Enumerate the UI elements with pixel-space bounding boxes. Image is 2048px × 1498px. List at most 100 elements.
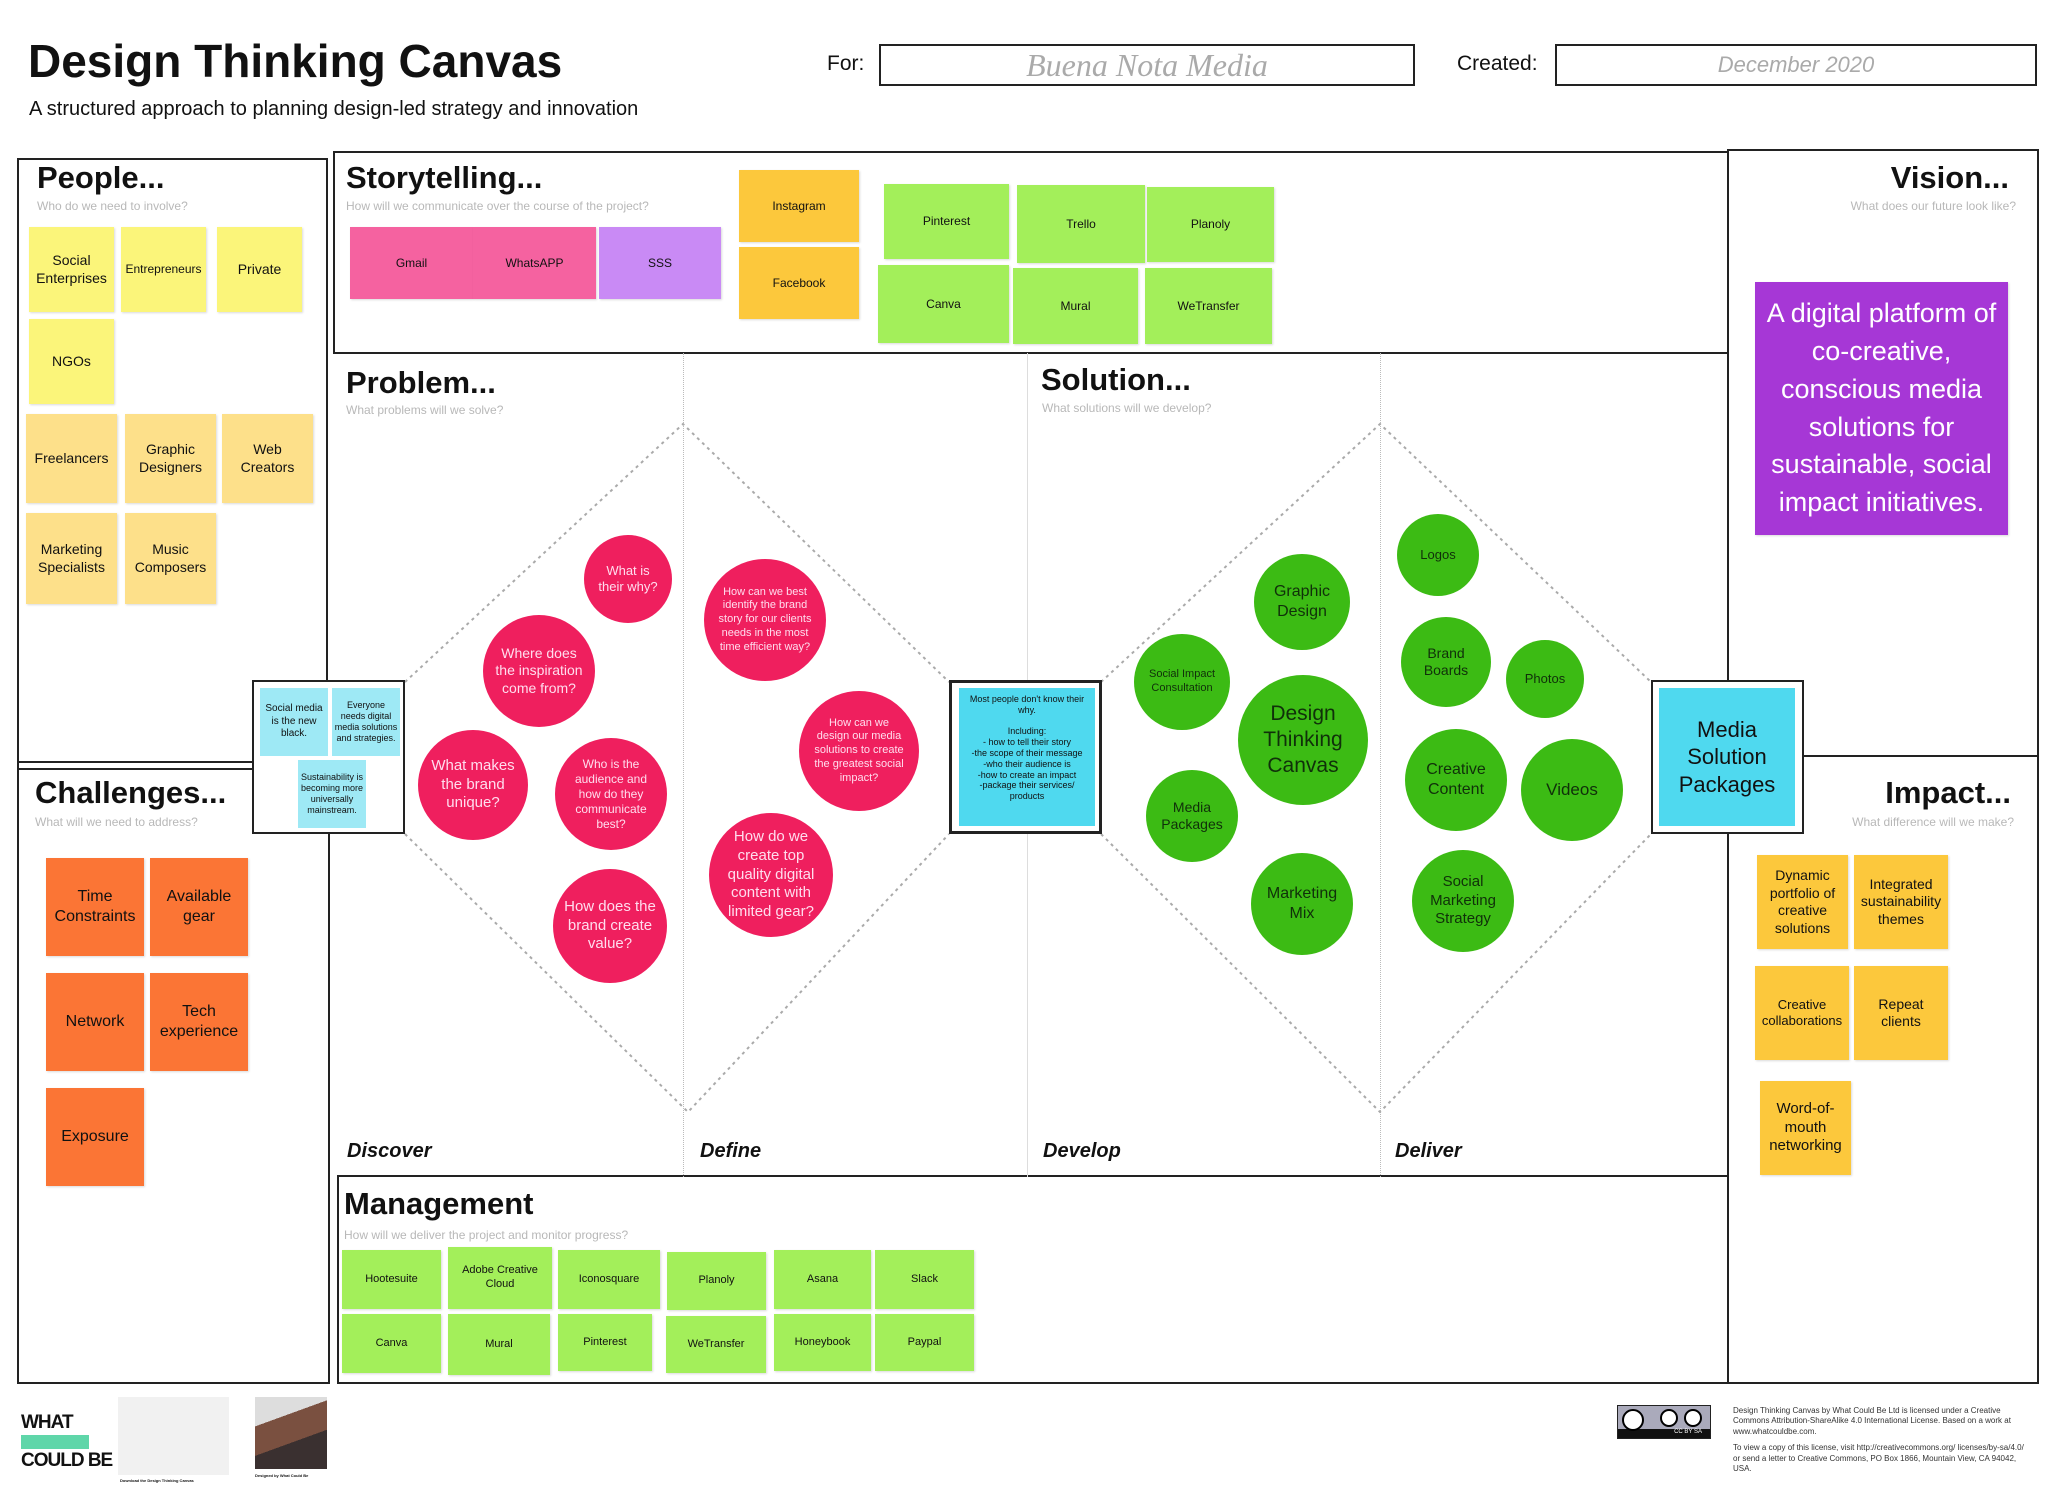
sticky-note[interactable]: Tech experience (150, 973, 248, 1071)
question-circle[interactable]: How do we create top quality digital con… (709, 813, 833, 937)
challenges-title: Challenges... (35, 775, 227, 810)
management-question: How will we deliver the project and moni… (344, 1228, 629, 1242)
solution-circle[interactable]: Design Thinking Canvas (1238, 675, 1368, 805)
question-circle[interactable]: Who is the audience and how do they comm… (555, 738, 667, 850)
designed-by-caption[interactable]: Designed by What Could Be (255, 1473, 309, 1478)
solution-title: Solution... (1041, 362, 1191, 397)
created-label: Created: (1457, 52, 1538, 75)
license-paragraph: Design Thinking Canvas by What Could Be … (1733, 1406, 2011, 1436)
phase-define: Define (700, 1140, 762, 1162)
sticky-note[interactable]: Planoly (667, 1252, 766, 1310)
question-circle[interactable]: How can we design our media solutions to… (799, 691, 919, 811)
sticky-note[interactable]: Dynamic portfolio of creative solutions (1757, 855, 1848, 949)
sticky-note[interactable]: Creative collaborations (1755, 966, 1849, 1060)
sticky-note[interactable]: Planoly (1147, 187, 1274, 262)
sticky-note[interactable]: Gmail (350, 227, 473, 299)
cc-license-badge[interactable]: CC BY SA (1617, 1405, 1711, 1439)
solution-circle[interactable]: Photos (1506, 640, 1584, 718)
sticky-note[interactable]: Mural (448, 1314, 550, 1375)
sticky-note[interactable]: Slack (875, 1250, 974, 1309)
solution-circle[interactable]: Social Marketing Strategy (1412, 850, 1514, 952)
for-label: For: (827, 52, 865, 75)
question-circle[interactable]: What is their why? (584, 535, 672, 623)
people-title: People... (37, 160, 165, 195)
phase-deliver: Deliver (1395, 1140, 1462, 1162)
sticky-note[interactable]: Mural (1013, 268, 1138, 344)
sticky-note[interactable]: Asana (774, 1250, 871, 1309)
sticky-note[interactable]: Available gear (150, 858, 248, 956)
note-line: -package their services/ products (979, 780, 1075, 802)
solution-circle[interactable]: Videos (1521, 739, 1623, 841)
sticky-note[interactable]: Music Composers (125, 513, 216, 604)
note-line: -the scope of their message (971, 747, 1083, 758)
question-circle[interactable]: What makes the brand unique? (418, 730, 528, 840)
challenges-question: What will we need to address? (35, 815, 198, 829)
output-note[interactable]: Media Solution Packages (1659, 688, 1795, 826)
sticky-note[interactable]: Hootesuite (342, 1250, 441, 1309)
sticky-note[interactable]: WeTransfer (1145, 268, 1272, 344)
solution-circle[interactable]: Graphic Design (1254, 554, 1350, 650)
vision-statement[interactable]: A digital platform of co-creative, consc… (1755, 282, 2008, 535)
sticky-note[interactable]: Web Creators (222, 414, 313, 503)
phase-discover: Discover (347, 1140, 432, 1162)
sticky-note[interactable]: Time Constraints (46, 858, 144, 956)
created-field[interactable]: December 2020 (1555, 44, 2037, 86)
sticky-note[interactable]: WhatsAPP (473, 227, 596, 299)
sticky-note[interactable]: Graphic Designers (125, 414, 216, 503)
sticky-note[interactable]: Word-of-mouth networking (1760, 1081, 1851, 1175)
question-circle[interactable]: How can we best identify the brand story… (704, 559, 826, 681)
license-text: Design Thinking Canvas by What Could Be … (1733, 1406, 2033, 1474)
problem-statement-note[interactable]: Most people don't know their why. Includ… (959, 688, 1095, 826)
impact-question: What difference will we make? (1852, 815, 2014, 829)
question-circle[interactable]: How does the brand create value? (553, 869, 667, 983)
solution-circle[interactable]: Brand Boards (1401, 617, 1491, 707)
download-caption[interactable]: Download the Design Thinking Canvas (120, 1478, 194, 1483)
created-value: December 2020 (1717, 52, 1875, 77)
sticky-note[interactable]: Facebook (739, 247, 859, 319)
sticky-note[interactable]: Freelancers (26, 414, 117, 503)
sticky-note[interactable]: Pinterest (558, 1314, 652, 1371)
download-thumbnail[interactable] (118, 1397, 229, 1475)
sticky-note[interactable]: Marketing Specialists (26, 513, 117, 604)
sticky-note[interactable]: Paypal (875, 1314, 974, 1371)
sticky-note[interactable]: Integrated sustainability themes (1854, 855, 1948, 949)
workshop-photo[interactable] (255, 1397, 327, 1469)
sticky-note[interactable]: NGOs (29, 319, 114, 404)
sticky-note[interactable]: Social Enterprises (29, 227, 114, 312)
sticky-note[interactable]: Pinterest (884, 184, 1009, 259)
sticky-note[interactable]: Canva (342, 1314, 441, 1373)
people-section (17, 158, 328, 770)
what-could-be-logo[interactable]: WHAT COULD BE (21, 1404, 121, 1480)
sticky-note[interactable]: Canva (878, 265, 1009, 343)
for-field[interactable]: Buena Nota Media (879, 44, 1415, 86)
sticky-note[interactable]: Everyone needs digital media solutions a… (332, 688, 400, 756)
solution-circle[interactable]: Social Impact Consultation (1134, 634, 1230, 730)
sticky-note[interactable]: Instagram (739, 170, 859, 242)
sticky-note[interactable]: SSS (599, 227, 721, 299)
sticky-note[interactable]: Iconosquare (558, 1250, 660, 1309)
sticky-note[interactable]: Social media is the new black. (260, 688, 328, 756)
divider (683, 353, 684, 1177)
problem-question: What problems will we solve? (346, 403, 504, 417)
sticky-note[interactable]: Exposure (46, 1088, 144, 1186)
solution-circle[interactable]: Marketing Mix (1251, 853, 1353, 955)
question-circle[interactable]: Where does the inspiration come from? (483, 615, 595, 727)
sticky-note[interactable]: Entrepreneurs (121, 227, 206, 312)
vision-title: Vision... (1890, 160, 2009, 195)
note-line: Most people don't know their why. (969, 694, 1085, 715)
sticky-note[interactable]: Network (46, 973, 144, 1071)
sticky-note[interactable]: Honeybook (774, 1314, 871, 1371)
sticky-note[interactable]: Repeat clients (1854, 966, 1948, 1060)
sticky-note[interactable]: Adobe Creative Cloud (448, 1247, 552, 1309)
for-value: Buena Nota Media (1026, 46, 1268, 83)
solution-circle[interactable]: Creative Content (1405, 729, 1507, 831)
solution-circle[interactable]: Logos (1397, 514, 1479, 596)
sticky-note[interactable]: Sustainability is becoming more universa… (298, 760, 366, 828)
solution-circle[interactable]: Media Packages (1146, 770, 1238, 862)
sticky-note[interactable]: Trello (1017, 185, 1145, 263)
sticky-note[interactable]: WeTransfer (666, 1316, 766, 1373)
people-question: Who do we need to involve? (37, 199, 188, 213)
sticky-note[interactable]: Private (217, 227, 302, 312)
logo-text: WHAT COULD BE (21, 1412, 113, 1471)
